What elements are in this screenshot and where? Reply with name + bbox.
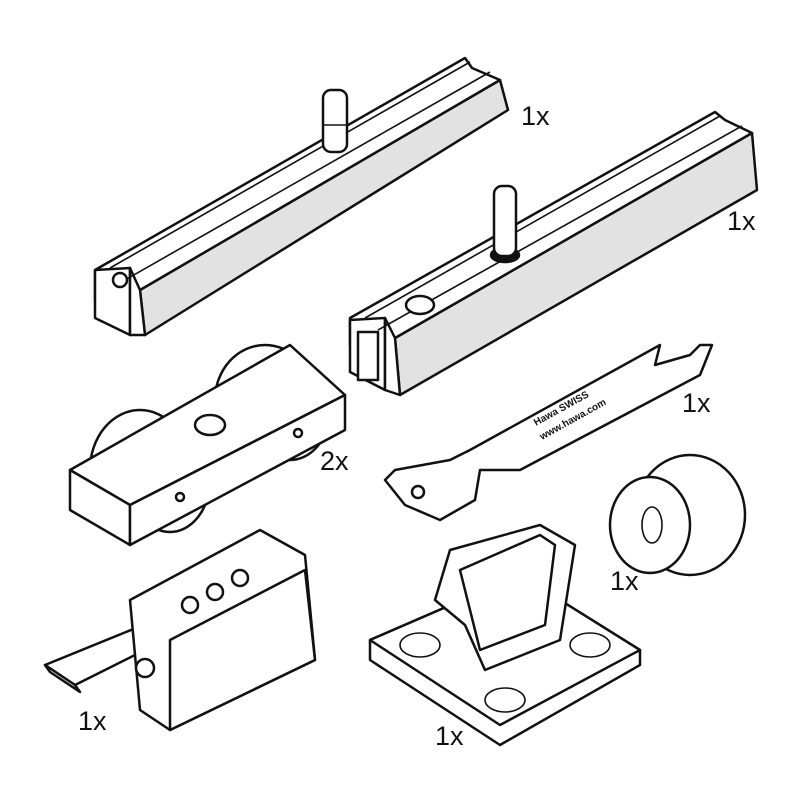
quantity-roller-carriage: 2x xyxy=(320,446,349,476)
stopper-clamp xyxy=(43,528,317,732)
quantity-track-1: 1x xyxy=(521,101,550,131)
rubber-buffer xyxy=(608,453,747,577)
track-profile-2 xyxy=(348,110,759,397)
track-profile-1 xyxy=(93,56,510,337)
quantity-stopper: 1x xyxy=(78,706,107,736)
quantity-buffer: 1x xyxy=(610,566,639,596)
roller-carriage xyxy=(68,343,347,547)
quantity-wrench: 1x xyxy=(682,388,711,418)
quantity-floor-guide: 1x xyxy=(435,721,464,751)
floor-guide xyxy=(368,523,642,747)
quantity-track-2: 1x xyxy=(727,206,756,236)
installation-wrench: Hawa SWISS www.hawa.com xyxy=(383,343,714,522)
